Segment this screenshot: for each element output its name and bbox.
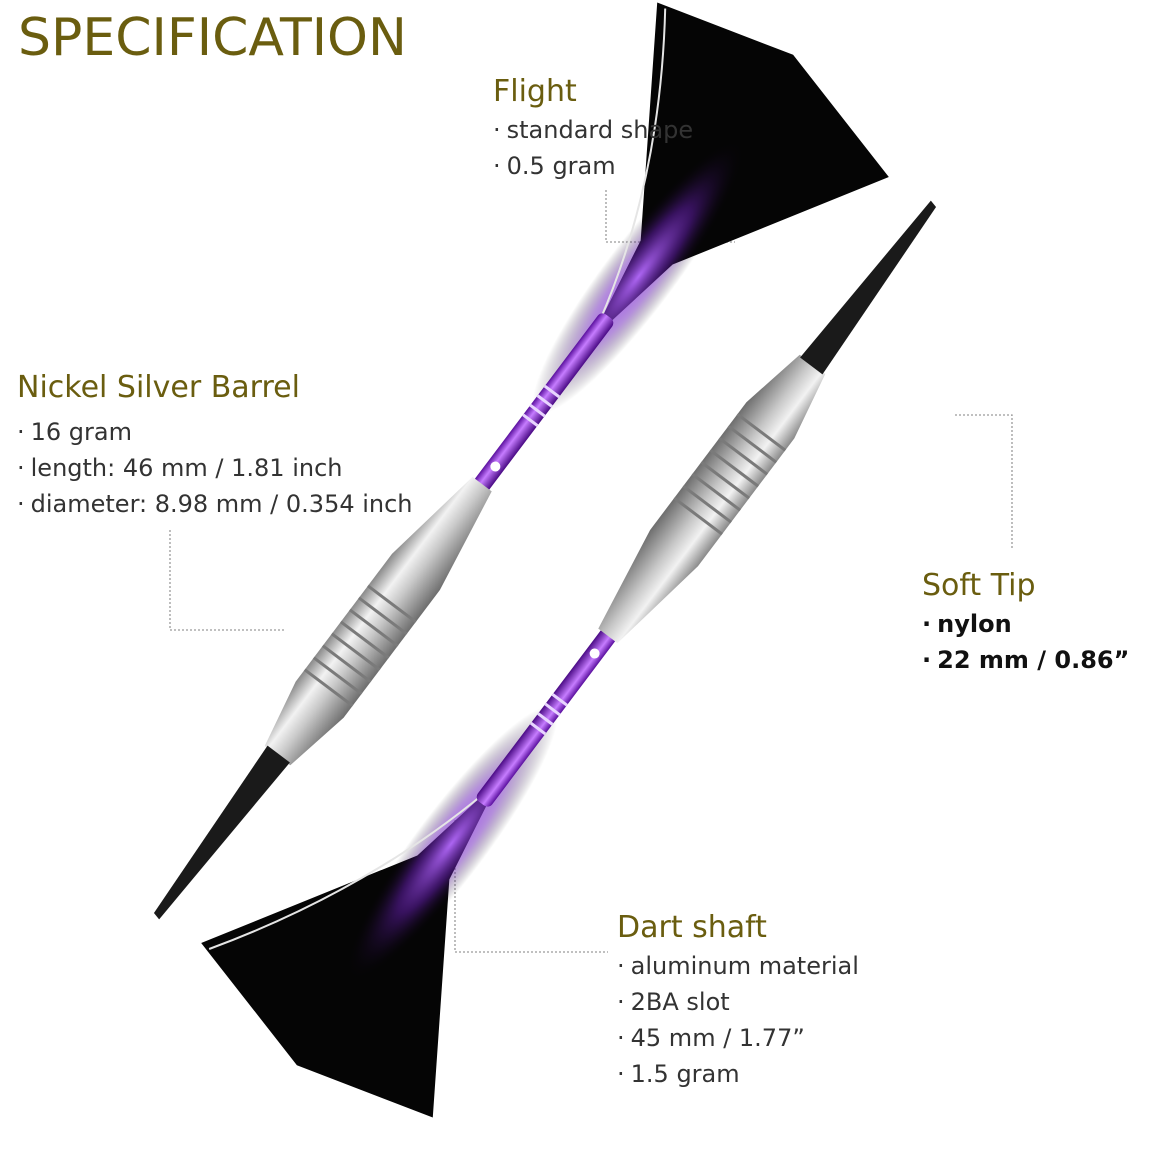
spec-item-text: standard shape [506, 116, 694, 144]
dart-a-shaft [471, 313, 614, 496]
spec-item: ·2BA slot [617, 984, 859, 1020]
spec-item-text: nylon [937, 610, 1012, 638]
spec-item-text: 1.5 gram [630, 1060, 740, 1088]
spec-item: ·aluminum material [617, 948, 859, 984]
dart-b-barrel [598, 354, 826, 644]
spec-item: ·1.5 gram [617, 1056, 859, 1092]
dart-a [153, 2, 889, 920]
tip-leader [955, 414, 1013, 550]
flight-list: ·standard shape·0.5 gram [493, 112, 693, 184]
barrel-list: ·16 gram·length: 46 mm / 1.81 inch·diame… [17, 414, 413, 522]
bullet: · [17, 490, 25, 518]
spec-item-text: 16 gram [30, 418, 132, 446]
dart-b [201, 200, 937, 1118]
bullet: · [493, 152, 501, 180]
page-title: SPECIFICATION [18, 8, 407, 68]
shaft-spec: Dart shaft ·aluminum material·2BA slot·4… [617, 908, 859, 1092]
spec-item-text: 22 mm / 0.86” [937, 646, 1130, 674]
barrel-leader [169, 530, 285, 631]
spec-item-text: diameter: 8.98 mm / 0.354 inch [30, 490, 413, 518]
barrel-spec: Nickel Silver Barrel ·16 gram·length: 46… [17, 368, 413, 522]
spec-item-text: 0.5 gram [506, 152, 616, 180]
bullet: · [922, 646, 932, 674]
spec-item: ·0.5 gram [493, 148, 693, 184]
flight-heading: Flight [493, 74, 577, 109]
spec-item: ·nylon [922, 606, 1129, 642]
shaft-list: ·aluminum material·2BA slot·45 mm / 1.77… [617, 948, 859, 1092]
spec-item: ·45 mm / 1.77” [617, 1020, 859, 1056]
flight-spec: Flight ·standard shape·0.5 gram [493, 72, 693, 184]
spec-item: ·22 mm / 0.86” [922, 642, 1129, 678]
spec-item: ·16 gram [17, 414, 413, 450]
tip-list: ·nylon·22 mm / 0.86” [922, 606, 1129, 678]
shaft-heading: Dart shaft [617, 910, 767, 945]
barrel-heading: Nickel Silver Barrel [17, 370, 300, 405]
tip-heading: Soft Tip [922, 568, 1036, 603]
tip-spec: Soft Tip ·nylon·22 mm / 0.86” [922, 566, 1129, 678]
dart-b-flight [201, 706, 558, 1118]
spec-item-text: length: 46 mm / 1.81 inch [30, 454, 343, 482]
spec-item: ·standard shape [493, 112, 693, 148]
bullet: · [617, 1024, 625, 1052]
dart-b-shaft [476, 624, 619, 807]
dart-b-tip [800, 200, 937, 375]
bullet: · [922, 610, 932, 638]
spec-item: ·length: 46 mm / 1.81 inch [17, 450, 413, 486]
dart-a-tip [153, 745, 290, 920]
spec-item: ·diameter: 8.98 mm / 0.354 inch [17, 486, 413, 522]
bullet: · [617, 988, 625, 1016]
bullet: · [617, 952, 625, 980]
dart-a-barrel [264, 476, 492, 766]
spec-item-text: 2BA slot [630, 988, 730, 1016]
spec-item-text: 45 mm / 1.77” [630, 1024, 805, 1052]
bullet: · [17, 454, 25, 482]
bullet: · [617, 1060, 625, 1088]
bullet: · [17, 418, 25, 446]
bullet: · [493, 116, 501, 144]
spec-item-text: aluminum material [630, 952, 859, 980]
